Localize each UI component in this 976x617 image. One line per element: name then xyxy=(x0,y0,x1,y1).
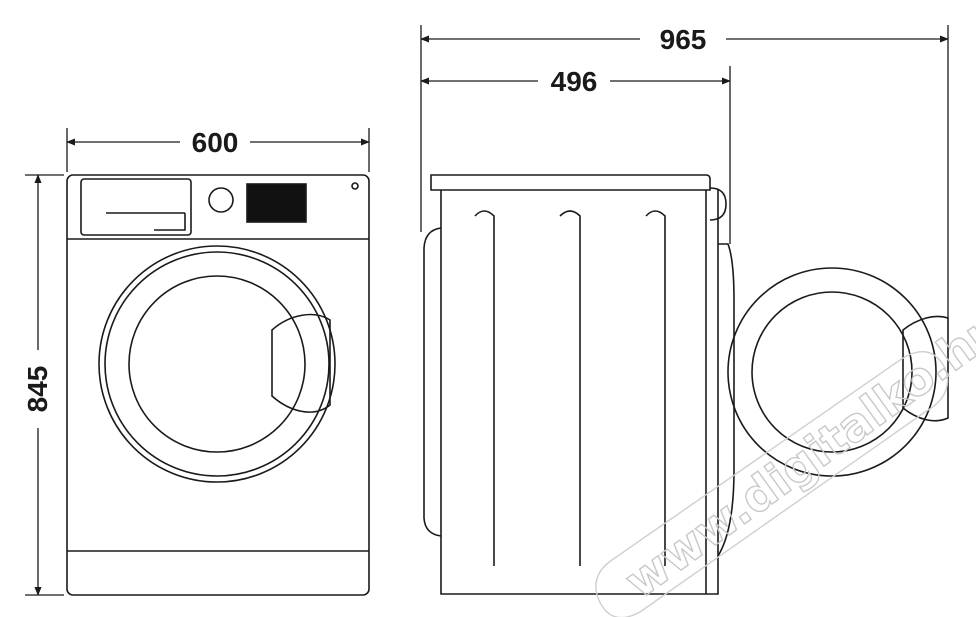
side-rib-3 xyxy=(645,210,666,566)
front-knob xyxy=(709,187,727,221)
program-knob xyxy=(208,187,234,213)
door-glass xyxy=(128,275,306,453)
drawer-handle-recess xyxy=(154,213,186,231)
dim-label-600: 600 xyxy=(192,127,239,158)
side-rib-2 xyxy=(559,210,581,566)
front-cabinet xyxy=(66,174,370,596)
display-panel xyxy=(246,183,307,223)
door-ring xyxy=(104,251,330,477)
top-panel xyxy=(430,174,711,191)
side-body xyxy=(440,190,719,595)
side-rib-1 xyxy=(474,210,495,566)
open-door-inner xyxy=(751,291,913,453)
rear-bump xyxy=(423,227,442,537)
front-view xyxy=(66,174,370,596)
dim-label-965: 965 xyxy=(660,24,707,55)
watermark-text: www.digitalko.hu xyxy=(615,299,976,608)
side-view xyxy=(423,174,949,595)
door-bulge xyxy=(717,243,735,557)
watermark: www.digitalko.hu xyxy=(595,299,976,617)
watermark-badge xyxy=(595,351,949,617)
door-handle xyxy=(271,313,331,413)
open-door-outer xyxy=(727,267,937,477)
power-button-icon xyxy=(351,182,359,190)
open-door-handle xyxy=(902,315,949,422)
detergent-drawer xyxy=(80,178,192,236)
dim-label-496: 496 xyxy=(551,66,598,97)
dimension-lines xyxy=(25,25,949,596)
dim-label-845: 845 xyxy=(22,366,53,413)
door-outer-ring xyxy=(98,245,336,483)
dimension-labels: 965 496 600 845 xyxy=(22,24,706,412)
